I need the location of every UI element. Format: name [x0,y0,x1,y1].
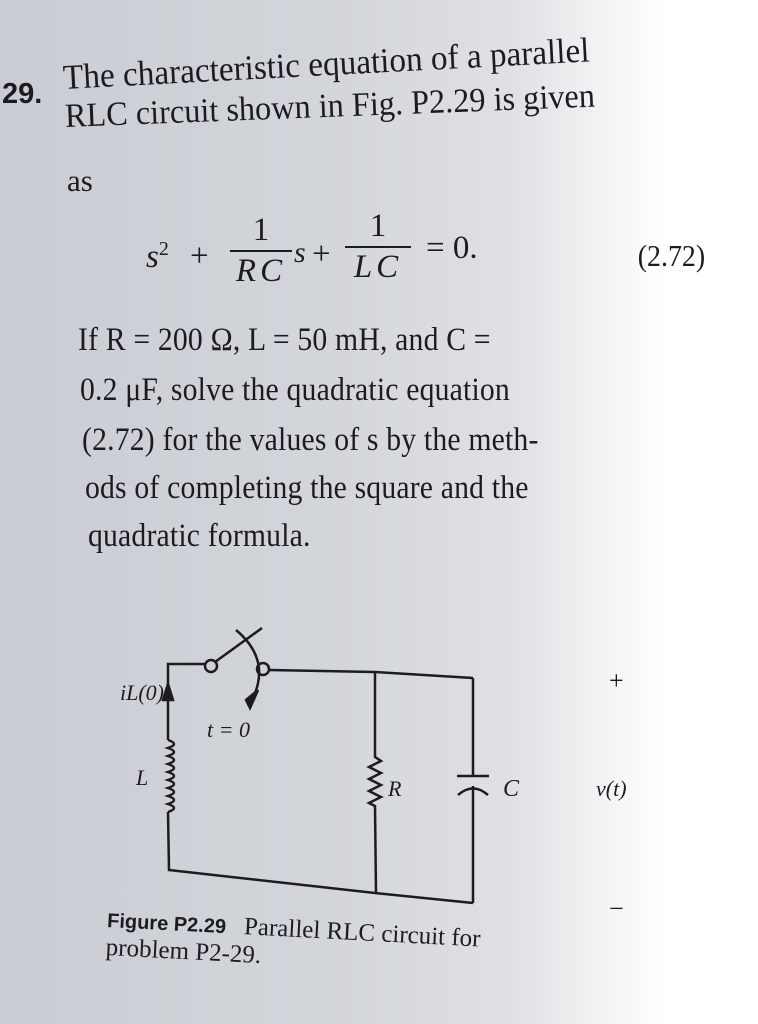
body-line-5: quadratic formula. [88,518,311,554]
label-R: R [388,776,402,801]
frac1-denominator: RC [235,253,287,289]
label-il0: iL(0) [120,680,164,705]
intro-line-3: as [67,163,93,198]
switch-terminal-right [255,661,271,677]
label-L: L [136,765,149,790]
resistor [366,672,384,894]
eq-s-squared: s2 [146,238,169,275]
problem-number: 29. [2,78,43,110]
wire-inductor-bottom [166,811,474,905]
eq-number: (2.72) [637,238,706,273]
label-vt: v(t) [596,776,627,801]
body-line-3: (2.72) for the values of s by the meth- [82,422,539,458]
eq-plus-1: + [190,238,209,274]
label-t0: t = 0 [207,717,250,742]
inductor-coil [164,738,176,814]
body-line-2: 0.2 μF, solve the quadratic equation [80,372,510,408]
switch-arrowhead [244,689,260,711]
wire-top [268,668,474,680]
current-arrow [161,679,175,702]
body-line-4: ods of completing the square and the [85,470,529,506]
frac2-numerator: 1 [369,208,387,244]
eq-fraction-rc: 1 RC [230,212,292,290]
frac2-denominator: LC [353,249,403,285]
label-C: C [503,776,520,802]
label-minus: − [609,894,624,923]
body-line-1: If R = 200 Ω, L = 50 mH, and C = [78,322,491,358]
wire-left-top [166,662,205,700]
eq-fraction-lc: 1 LC [345,208,411,286]
switch-arrow [235,629,261,701]
switch-blade [214,626,263,664]
switch-terminal-left [203,658,219,674]
eq-s: s [294,236,306,269]
label-plus: + [609,666,624,695]
eq-plus-2: + [312,236,331,272]
frac1-numerator: 1 [252,212,270,248]
eq-rhs: = 0. [426,230,478,266]
